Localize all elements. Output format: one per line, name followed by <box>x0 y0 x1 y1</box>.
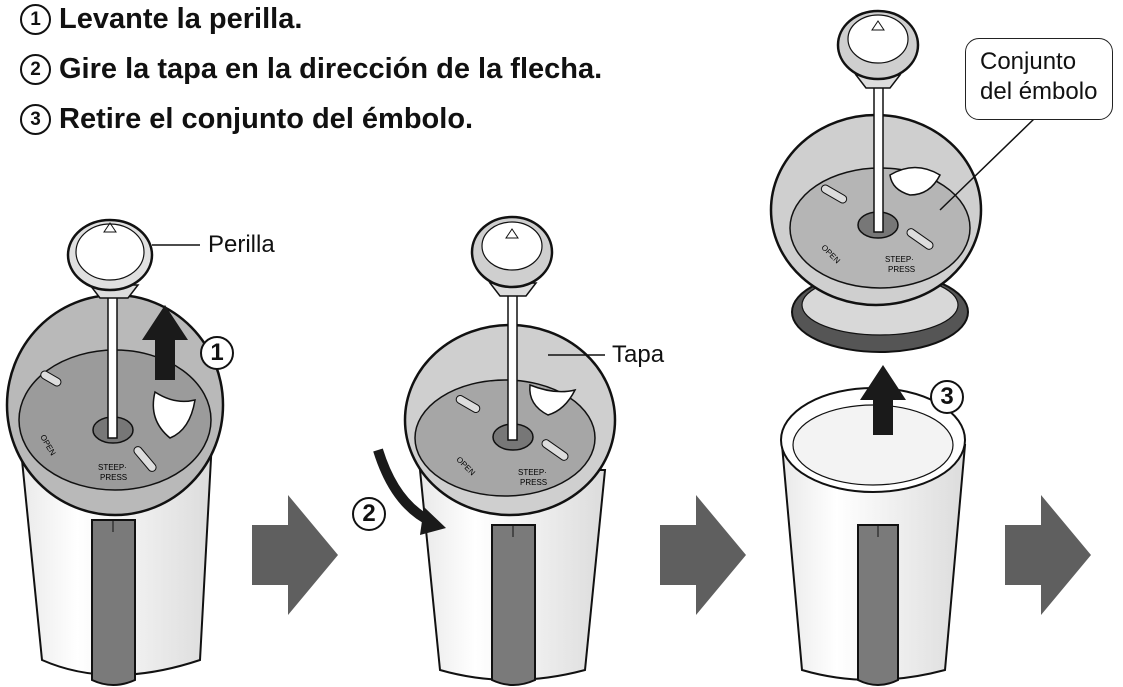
steep-mark-2a: STEEP· <box>518 468 547 477</box>
handle-1 <box>91 519 136 686</box>
plunger-rod-2 <box>507 289 518 441</box>
press-step-3: OPEN STEEP· PRESS <box>769 9 1036 686</box>
marker-1: 1 <box>200 336 234 370</box>
handle-2 <box>491 524 536 686</box>
step-2-number: 2 <box>20 54 51 85</box>
steep-mark-1b: PRESS <box>100 473 127 482</box>
next-step-arrow-icon <box>1005 495 1091 615</box>
step-2-text: Gire la tapa en la dirección de la flech… <box>59 53 603 85</box>
knob-label: Perilla <box>208 231 275 258</box>
steep-mark-1a: STEEP· <box>98 463 127 472</box>
plunger-assembly-callout: Conjunto del émbolo <box>965 38 1113 120</box>
plunger-label-line1: Conjunto <box>980 48 1077 75</box>
next-step-arrow-icon <box>252 495 338 615</box>
next-step-arrow-icon <box>660 495 746 615</box>
lid-label: Tapa <box>612 341 665 368</box>
up-arrow-icon <box>142 305 188 380</box>
plunger-rod-3 <box>873 81 884 233</box>
step-1-number: 1 <box>20 4 51 35</box>
steep-mark-3b: PRESS <box>888 265 915 274</box>
step-3-text: Retire el conjunto del émbolo. <box>59 103 474 135</box>
lift-arrow-icon <box>860 365 906 435</box>
steep-mark-2b: PRESS <box>520 478 547 487</box>
press-step-2: OPEN STEEP· PRESS <box>373 215 617 686</box>
marker-2: 2 <box>352 497 386 531</box>
step-1: 1 Levante la perilla. <box>20 4 302 35</box>
marker-3: 3 <box>930 380 964 414</box>
steep-mark-3a: STEEP· <box>885 255 914 264</box>
step-1-text: Levante la perilla. <box>59 3 303 35</box>
plunger-rod-1 <box>107 289 118 439</box>
step-3-number: 3 <box>20 104 51 135</box>
step-3: 3 Retire el conjunto del émbolo. <box>20 104 473 135</box>
press-step-1: OPEN STEEP· PRESS <box>5 218 225 686</box>
step-2: 2 Gire la tapa en la dirección de la flec… <box>20 54 602 85</box>
handle-3 <box>857 524 899 686</box>
plunger-label-line2: del émbolo <box>980 78 1098 105</box>
